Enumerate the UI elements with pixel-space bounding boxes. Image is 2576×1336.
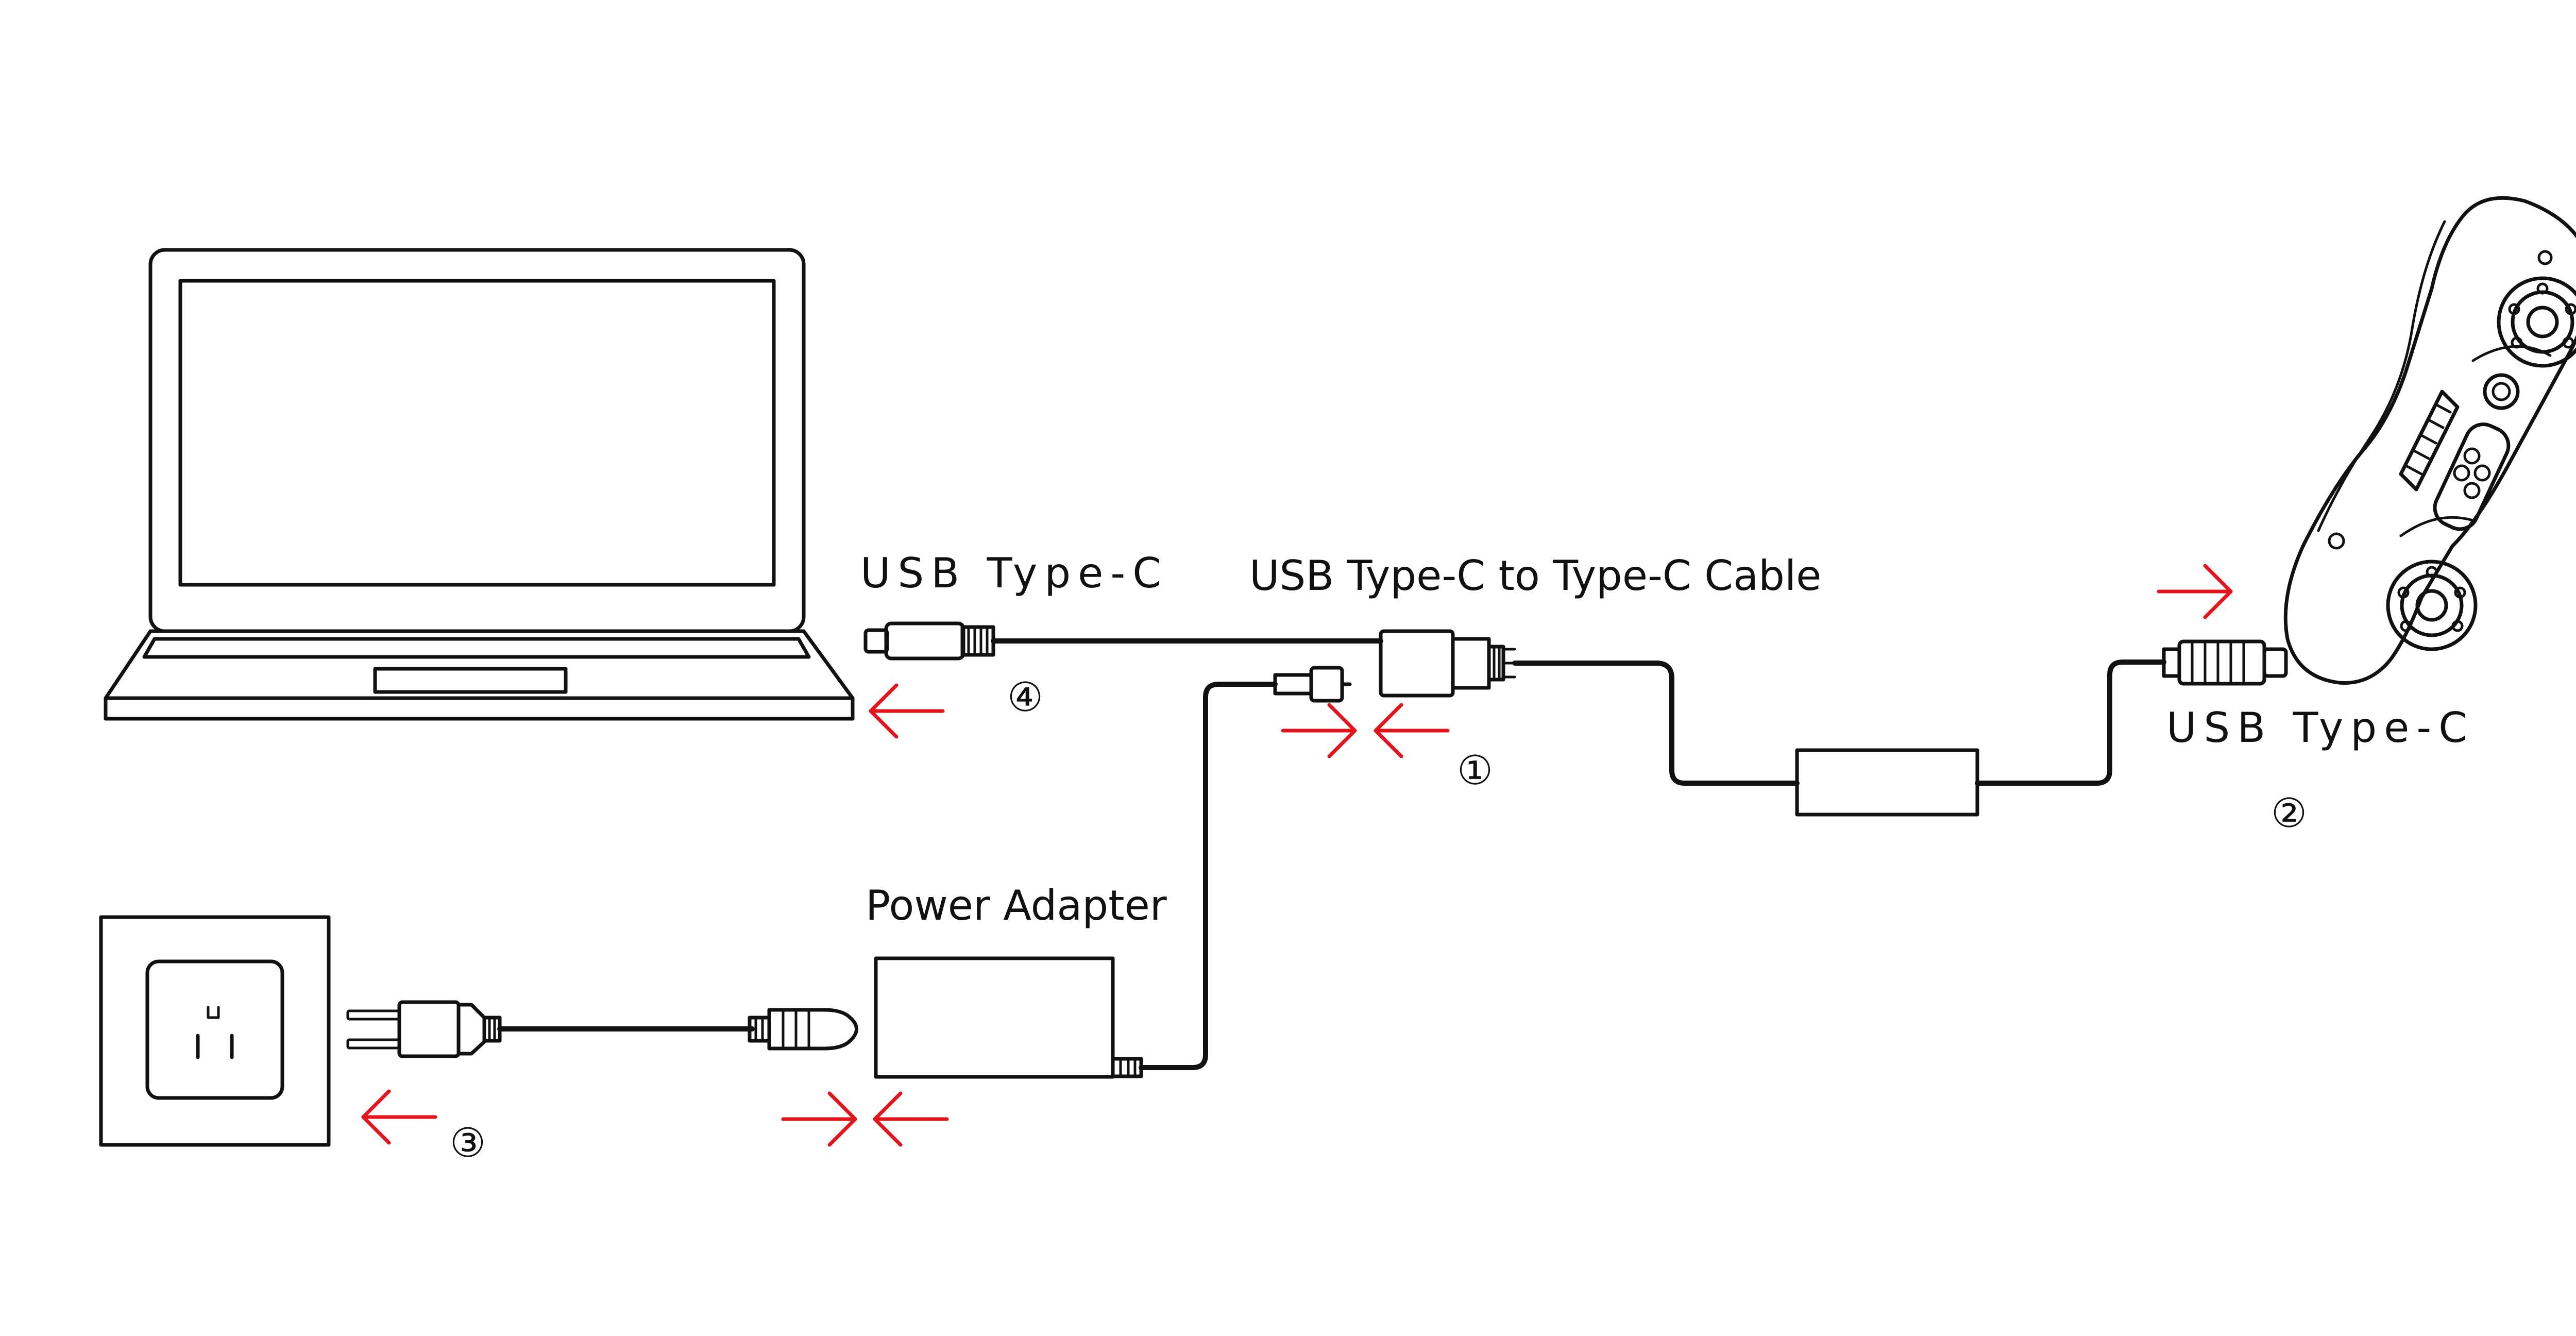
- laptop-lid: [148, 248, 806, 633]
- outlet-plate: [99, 915, 331, 1147]
- laptop-touchpad: [373, 667, 568, 694]
- laptop-base: [104, 629, 855, 721]
- step-4-marker: ④: [1007, 674, 1043, 721]
- dc-barrel-plug-icon: [1273, 666, 1352, 703]
- power-adapter-label: Power Adapter: [866, 882, 1167, 929]
- laptop-usb-c-plug-icon: [863, 621, 995, 661]
- arrow-left-junction: [1374, 703, 1450, 758]
- dc-cord: [1139, 682, 1278, 1070]
- step-2-marker: ②: [2271, 790, 2307, 837]
- cable-label: USB Type-C to Type-C Cable: [1249, 552, 1821, 600]
- arrow-left-adapter: [873, 1091, 949, 1147]
- cable-junction-icon: [1379, 629, 1516, 698]
- outlet-face: [145, 959, 284, 1100]
- power-plug-icon: [346, 1000, 502, 1058]
- arrow-right-scanner: [2157, 564, 2233, 619]
- device-port-label: USB Type-C: [2166, 704, 2475, 752]
- laptop-icon: [104, 248, 855, 721]
- cable-to-converter: [1512, 661, 1800, 786]
- arrow-right-adapter: [781, 1091, 857, 1147]
- scanner-body: [2283, 196, 2576, 685]
- arrow-right-junction: [1281, 703, 1357, 758]
- device-usb-c-plug-icon: [2162, 639, 2288, 686]
- laptop-port-label: USB Type-C: [860, 549, 1168, 597]
- 3d-scanner-icon: [2283, 196, 2576, 685]
- ac-connector-icon: [748, 1008, 858, 1051]
- arrow-left-outlet: [361, 1089, 437, 1145]
- step-3-marker: ③: [450, 1120, 486, 1166]
- inline-converter-box: [1795, 748, 1979, 817]
- laptop-keyboard: [142, 637, 811, 659]
- power-adapter-icon: [874, 956, 1143, 1079]
- arrow-left-laptop: [869, 683, 945, 739]
- step-1-marker: ①: [1457, 748, 1493, 794]
- wall-outlet-icon: [99, 915, 331, 1147]
- cable-to-scanner: [1975, 659, 2166, 786]
- laptop-screen: [178, 279, 776, 587]
- junction-body: [1379, 629, 1455, 698]
- adapter-body: [874, 956, 1115, 1079]
